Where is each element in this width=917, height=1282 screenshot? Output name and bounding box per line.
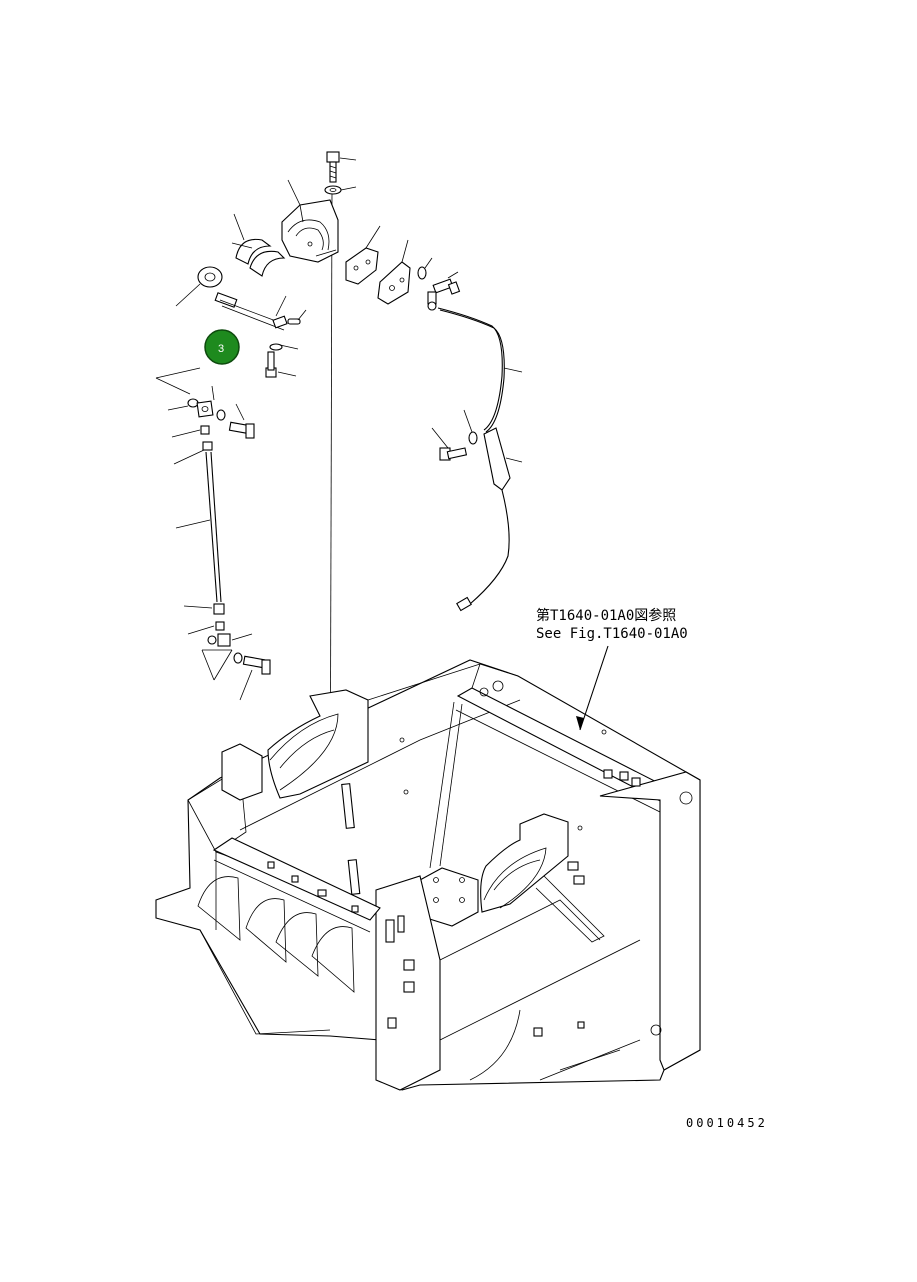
drawing-number: 00010452	[686, 1116, 768, 1130]
cable-connector	[456, 596, 472, 612]
rod-nut-upper	[173, 441, 213, 465]
right-washer	[417, 257, 433, 280]
clamp-bolt	[431, 427, 468, 461]
rod-end-lower	[201, 633, 253, 681]
cover-plate	[377, 239, 411, 305]
top-washer	[324, 185, 357, 195]
nut-upper	[171, 425, 210, 438]
rod-nut-lower	[183, 603, 225, 615]
rod-end-upper	[167, 398, 226, 421]
cable-lower	[469, 489, 510, 605]
callout-3-label: 3	[218, 343, 224, 355]
rod-end-bolt-upper	[228, 403, 255, 439]
reference-note-jp: 第T1640-01A0図参照	[536, 607, 676, 624]
gasket-plate	[345, 225, 381, 285]
clamp-washer	[463, 409, 478, 445]
right-bolt	[432, 271, 461, 295]
sensor-cable	[437, 307, 503, 431]
bearing-cap	[281, 179, 339, 263]
cable-clamp	[483, 427, 511, 491]
reference-arrow-icon	[576, 716, 584, 730]
rod-end-bolt-lower	[239, 655, 271, 701]
main-frame	[155, 659, 701, 1091]
nut-lower	[187, 621, 225, 635]
callout-3[interactable]: 3	[204, 329, 240, 365]
top-bolt	[326, 151, 357, 183]
control-rod	[175, 451, 222, 603]
linkage-pin	[272, 295, 288, 329]
pin-bolt	[214, 292, 285, 331]
link-washer	[269, 343, 299, 351]
sleeve-bushing	[175, 266, 223, 307]
bushing-halves	[231, 213, 286, 277]
callout-3-marker[interactable]	[204, 329, 240, 365]
sensor-fitting	[427, 291, 437, 311]
sensor-cable-outer	[439, 309, 505, 433]
reference-leader	[579, 645, 609, 731]
link-bolt	[265, 351, 297, 378]
cotter-pin	[287, 309, 307, 325]
reference-note-en: See Fig.T1640-01A0	[536, 626, 688, 642]
